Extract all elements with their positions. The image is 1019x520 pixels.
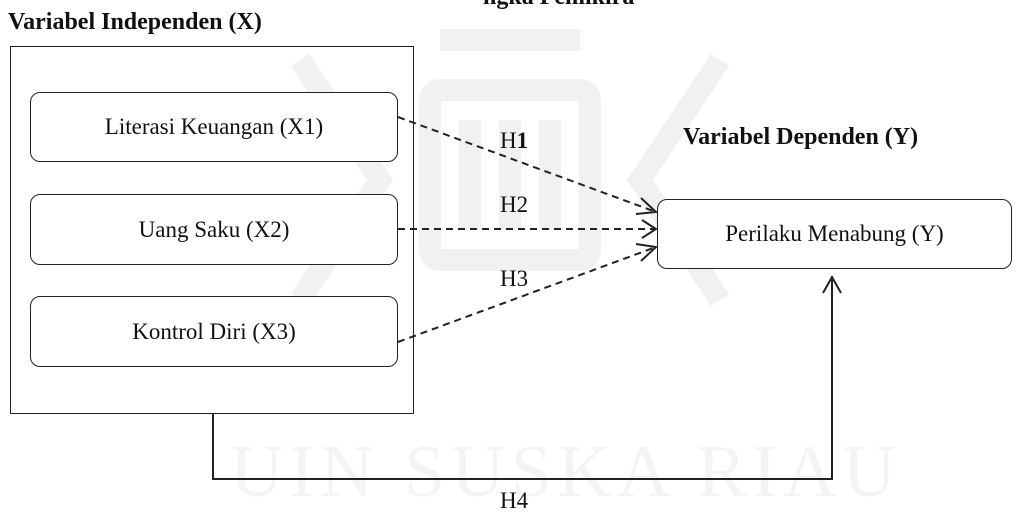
- dependent-variable-heading: Variabel Dependen (Y): [683, 124, 919, 150]
- arrowhead-h2: [641, 219, 658, 239]
- diagram-title-partial: ngka Pemikira: [483, 0, 634, 11]
- independent-variable-heading: Variabel Independen (X): [8, 9, 262, 35]
- hypothesis-label-h4: H4: [500, 488, 529, 513]
- arrow-h1: [397, 116, 657, 213]
- arrowhead-h3: [635, 243, 659, 262]
- watermark-text: UIN SUSKA RIAU: [230, 431, 902, 513]
- arrowhead-h4: [822, 274, 842, 294]
- variable-box-x2: Uang Saku (X2): [30, 194, 398, 265]
- hypothesis-h1-number: 1: [516, 128, 529, 153]
- arrow-h4: [212, 277, 833, 480]
- hypothesis-label-h2: H2: [500, 192, 529, 217]
- variable-label-x2: Uang Saku (X2): [138, 216, 290, 242]
- arrow-h3: [397, 246, 657, 343]
- arrowhead-h1: [635, 197, 659, 215]
- hypothesis-label-h3: H3: [500, 266, 529, 291]
- variable-label-x1: Literasi Keuangan (X1): [104, 114, 324, 139]
- variable-box-x1: Literasi Keuangan (X1): [30, 92, 398, 162]
- dependent-variable-label: Perilaku Menabung (Y): [725, 221, 944, 246]
- variable-box-x3: Kontrol Diri (X3): [30, 296, 398, 367]
- hypothesis-label-h1: H1: [500, 128, 528, 154]
- hypothesis-h1-prefix: H: [500, 128, 517, 153]
- dependent-variable-box: Perilaku Menabung (Y): [657, 199, 1012, 269]
- variable-label-x3: Kontrol Diri (X3): [132, 318, 296, 344]
